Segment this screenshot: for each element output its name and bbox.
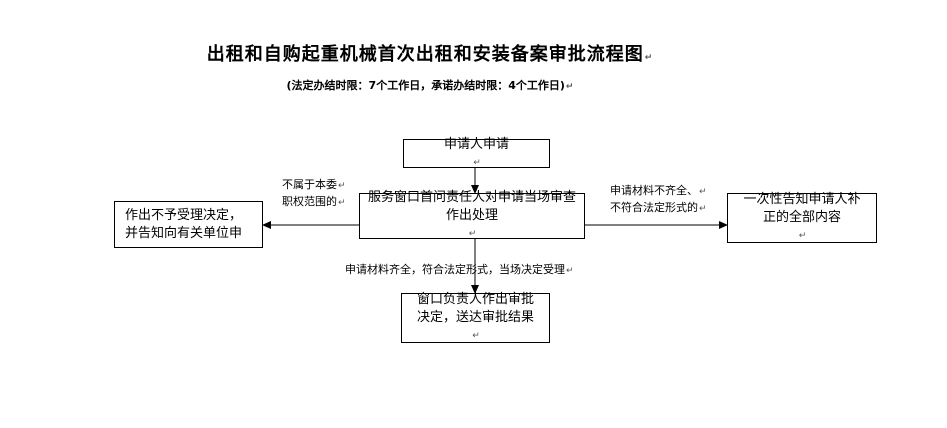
notify-box-line1: 一次性告知申请人补 [743, 192, 861, 207]
paragraph-mark: ↵ [472, 331, 480, 341]
paragraph-mark: ↵ [798, 231, 807, 241]
label-incomplete-materials: 申请材料不齐全、↵ 不符合法定形式的↵ [610, 183, 707, 217]
page-title: 出租和自购起重机械首次出租和安装备案审批流程图↵ [0, 40, 860, 66]
label-complete-materials: 申请材料齐全，符合法定形式，当场决定受理↵ [345, 262, 574, 279]
subtitle-text: (法定办结时限：7个工作日，承诺办结时限：4个工作日) [286, 79, 565, 92]
reject-box-line1: 作出不予受理决定， [125, 207, 243, 223]
applicant-box: 申请人申请 ↵ [403, 136, 550, 168]
reject-decision-box: 作出不予受理决定， 并告知向有关单位申 [114, 201, 263, 248]
label-not-in-scope: 不属于本委↵ 职权范围的↵ [282, 177, 346, 211]
incomplete-line1: 申请材料不齐全、 [610, 184, 698, 197]
paragraph-mark: ↵ [338, 198, 346, 208]
paragraph-mark: ↵ [473, 157, 481, 168]
notify-box-line2: 正的全部内容 [762, 210, 841, 225]
not-in-scope-line2: 职权范围的 [282, 195, 337, 208]
paragraph-mark: ↵ [699, 204, 707, 214]
applicant-box-text: 申请人申请 [443, 136, 509, 152]
paragraph-mark: ↵ [565, 82, 574, 92]
not-in-scope-line1: 不属于本委 [282, 178, 337, 191]
complete-label-text: 申请材料齐全，符合法定形式，当场决定受理 [345, 263, 565, 276]
incomplete-line2: 不符合法定形式的 [610, 201, 698, 214]
approval-decision-box: 窗口负责人作出审批 决定，送达审批结果 ↵ [401, 292, 550, 343]
service-window-box: 服务窗口首问责任人对申请当场审查 作出处理 ↵ [359, 190, 585, 239]
service-box-line2: 作出处理 [445, 208, 498, 223]
service-box-line1: 服务窗口首问责任人对申请当场审查 [367, 190, 576, 205]
paragraph-mark: ↵ [699, 187, 707, 197]
decision-box-line1: 窗口负责人作出审批 [416, 292, 534, 307]
notify-applicant-box: 一次性告知申请人补 正的全部内容 ↵ [727, 192, 877, 243]
decision-box-line2: 决定，送达审批结果 [416, 310, 534, 325]
reject-box-line2: 并告知向有关单位申 [125, 225, 243, 241]
paragraph-mark: ↵ [468, 229, 477, 239]
time-limit-subtitle: (法定办结时限：7个工作日，承诺办结时限：4个工作日)↵ [0, 77, 860, 93]
paragraph-mark: ↵ [338, 181, 346, 191]
paragraph-mark: ↵ [644, 53, 654, 63]
page-title-text: 出租和自购起重机械首次出租和安装备案审批流程图 [206, 44, 644, 65]
paragraph-mark: ↵ [566, 266, 574, 276]
